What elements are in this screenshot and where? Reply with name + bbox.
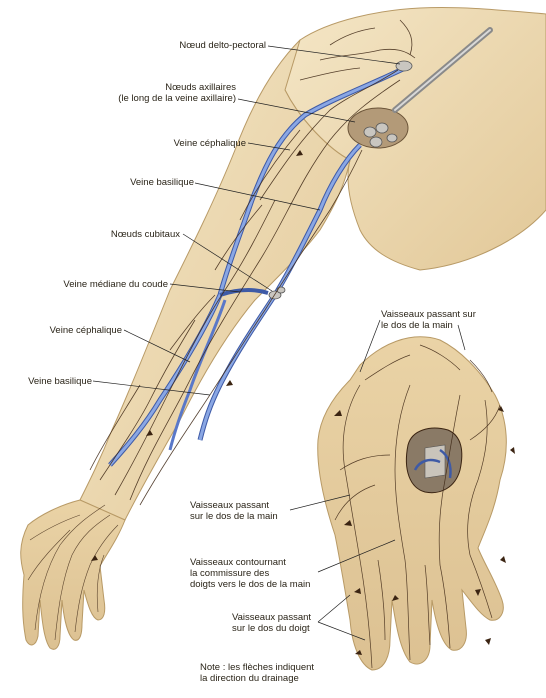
right-hand-lymphatic-vessels bbox=[334, 344, 501, 669]
label-cephalic-vein-lower: Veine céphalique bbox=[49, 325, 122, 336]
leader-lines bbox=[92, 45, 466, 641]
label-basilic-vein-lower: Veine basilique bbox=[28, 376, 92, 387]
label-web-vessels: Vaisseaux contournant la commissure des … bbox=[190, 557, 311, 590]
cubital-node bbox=[268, 290, 282, 300]
shoulder-region bbox=[284, 6, 546, 271]
axillary-nodes bbox=[347, 107, 409, 149]
label-axillary-nodes: Nœuds axillaires (le long de la veine ax… bbox=[118, 82, 236, 104]
left-hand-outline bbox=[20, 499, 126, 650]
median-forearm-vein bbox=[168, 299, 227, 451]
right-hand-outline bbox=[317, 336, 507, 671]
arm-outline bbox=[79, 39, 351, 521]
drainage-arrows bbox=[91, 150, 515, 655]
label-finger-dorsum-vessels: Vaisseaux passant sur le dos du doigt bbox=[232, 612, 312, 634]
label-drainage-note: Note : les flèches indiquent la directio… bbox=[200, 662, 315, 684]
cephalic-vein-fill bbox=[108, 66, 406, 467]
label-hand-dorsum-vessels-top: Vaisseaux passant sur le dos de la main bbox=[381, 309, 476, 331]
label-median-cubital-vein: Veine médiane du coude bbox=[63, 279, 168, 290]
arm-lymphatic-vessels bbox=[89, 19, 416, 506]
label-hand-dorsum-vessels-left: Vaisseaux passant sur le dos de la main bbox=[190, 500, 278, 522]
label-cubital-nodes: Nœuds cubitaux bbox=[110, 229, 180, 240]
label-cephalic-vein-upper: Veine céphalique bbox=[173, 138, 246, 149]
label-basilic-vein-upper: Veine basilique bbox=[130, 177, 194, 188]
label-deltopectoral-node: Nœud delto-pectoral bbox=[179, 40, 266, 51]
left-hand-lymphatic-vessels bbox=[27, 504, 119, 641]
deltopectoral-node bbox=[395, 60, 413, 72]
median-cubital-vein bbox=[219, 288, 269, 297]
